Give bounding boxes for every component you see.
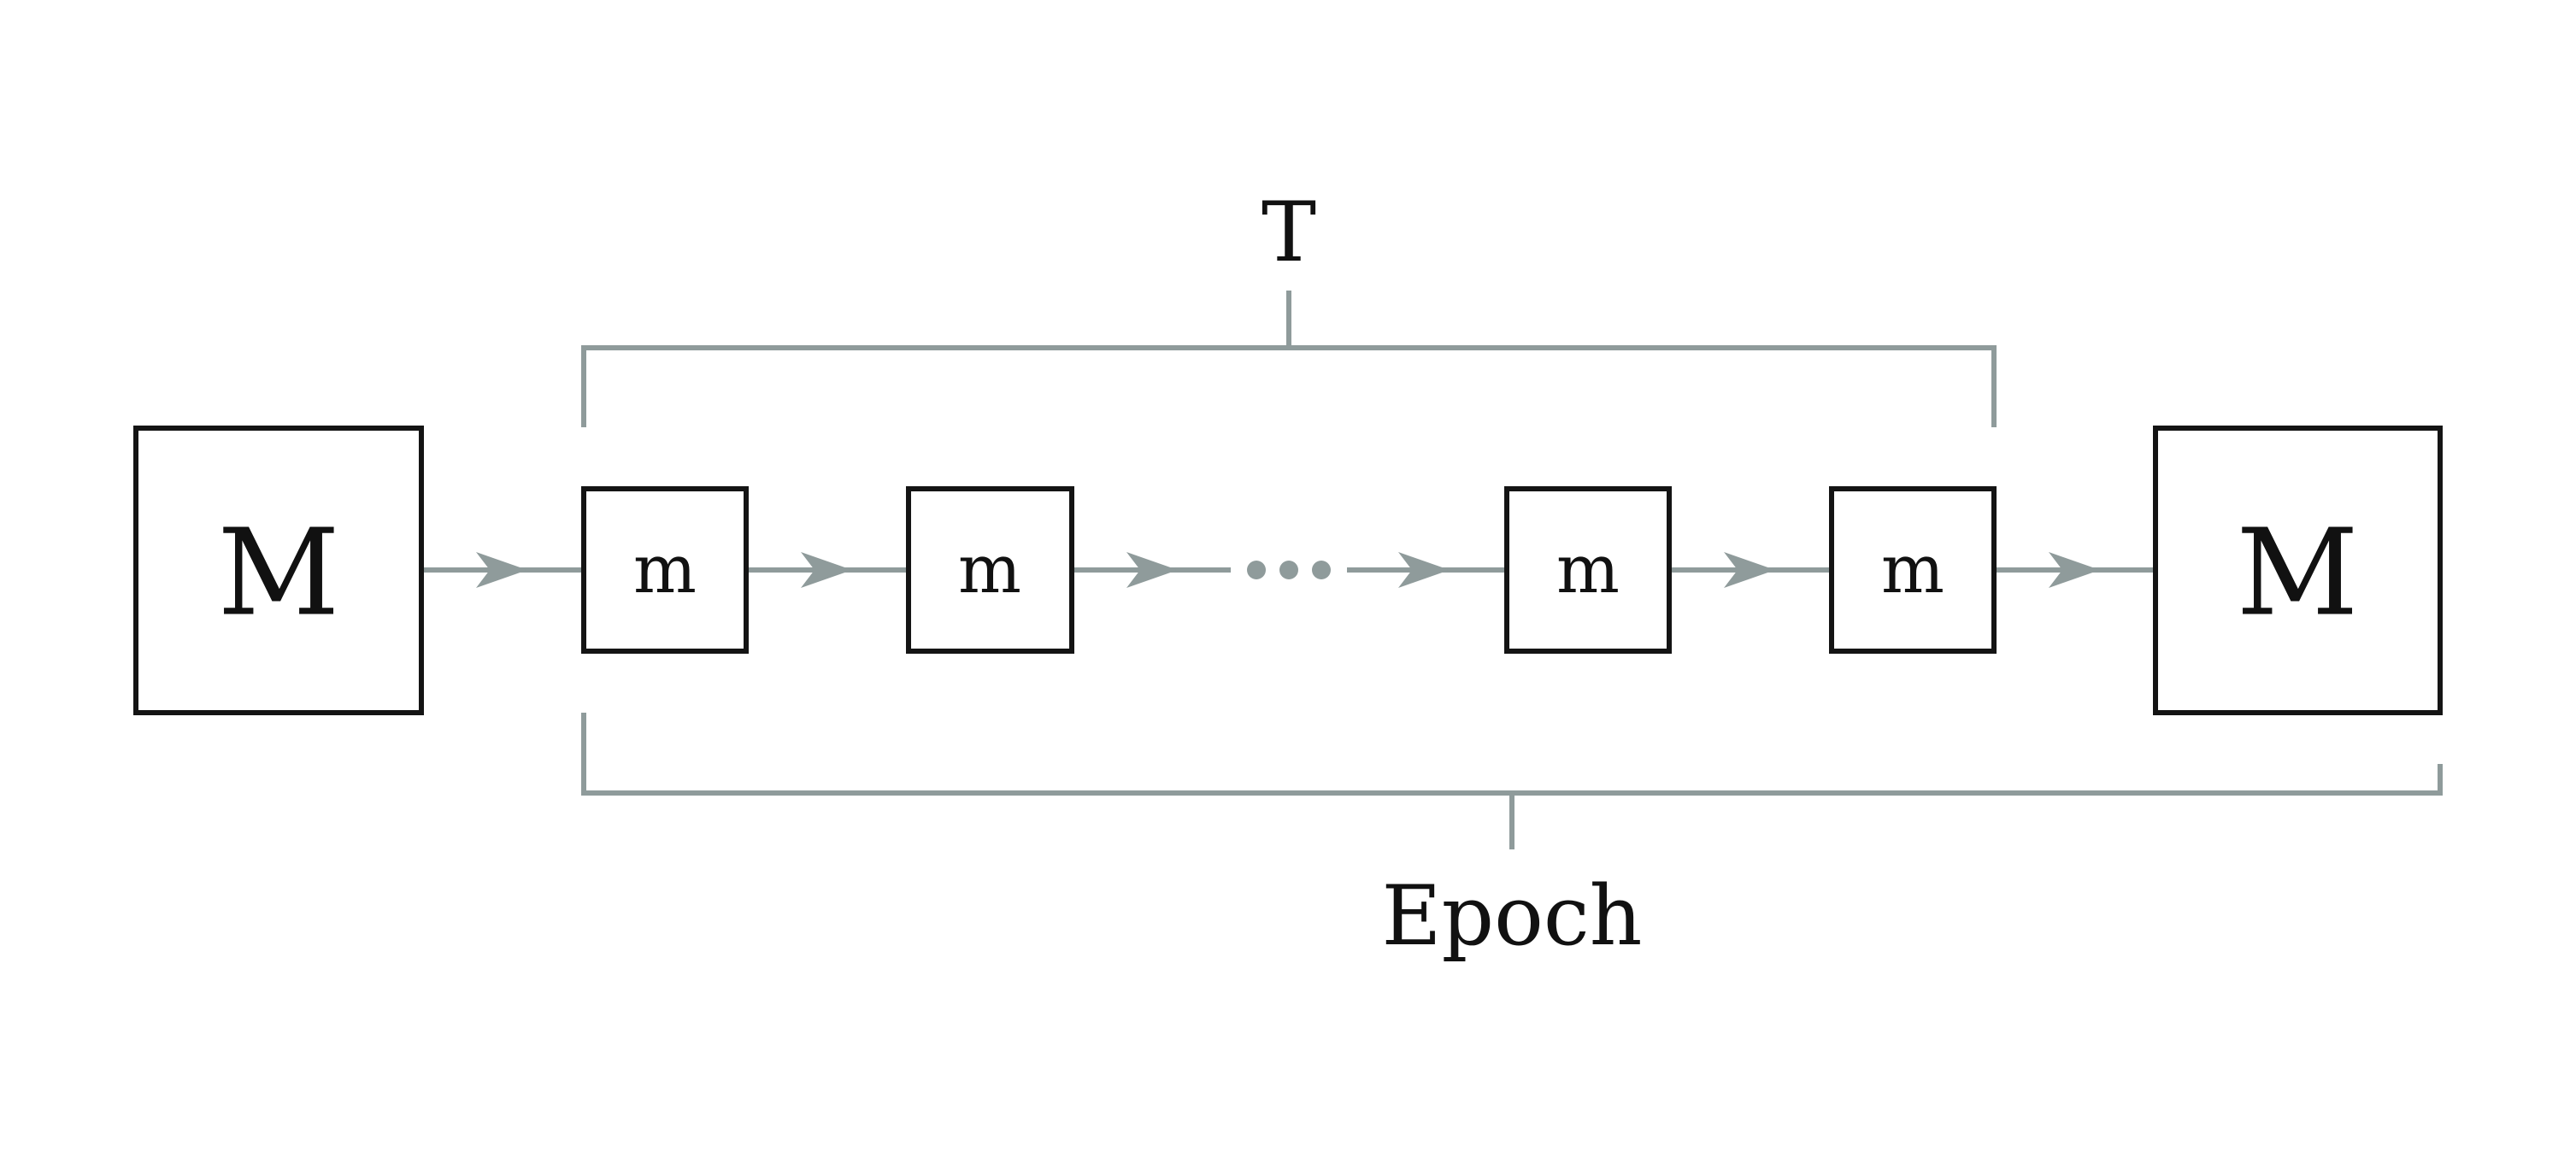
- arrow-right-icon: [1724, 552, 1775, 588]
- bottom-bracket-label: Epoch: [1382, 868, 1643, 964]
- arrow-right-icon: [2049, 552, 2100, 588]
- step-node: m: [906, 486, 1074, 654]
- start-node-label: M: [217, 504, 339, 643]
- connectors: [421, 552, 2155, 588]
- top-bracket-label: T: [1262, 185, 1316, 280]
- step-node: m: [581, 486, 749, 654]
- arrow-right-icon: [801, 552, 852, 588]
- end-node: M: [2153, 426, 2443, 715]
- step-node-label: m: [633, 532, 697, 608]
- arrow-right-icon: [476, 552, 527, 588]
- end-node-label: M: [2236, 504, 2358, 643]
- step-node-label: m: [958, 532, 1021, 608]
- arrow-right-icon: [1398, 552, 1450, 588]
- bottom-bracket: Epoch: [581, 713, 2443, 964]
- step-node: m: [1504, 486, 1672, 654]
- arrow-right-icon: [1126, 552, 1178, 588]
- top-bracket: T: [581, 185, 1997, 427]
- start-node: M: [133, 426, 424, 715]
- step-node-label: m: [1556, 532, 1620, 608]
- ellipsis-dots: [1247, 561, 1331, 579]
- step-node-label: m: [1881, 532, 1944, 608]
- step-node: m: [1829, 486, 1997, 654]
